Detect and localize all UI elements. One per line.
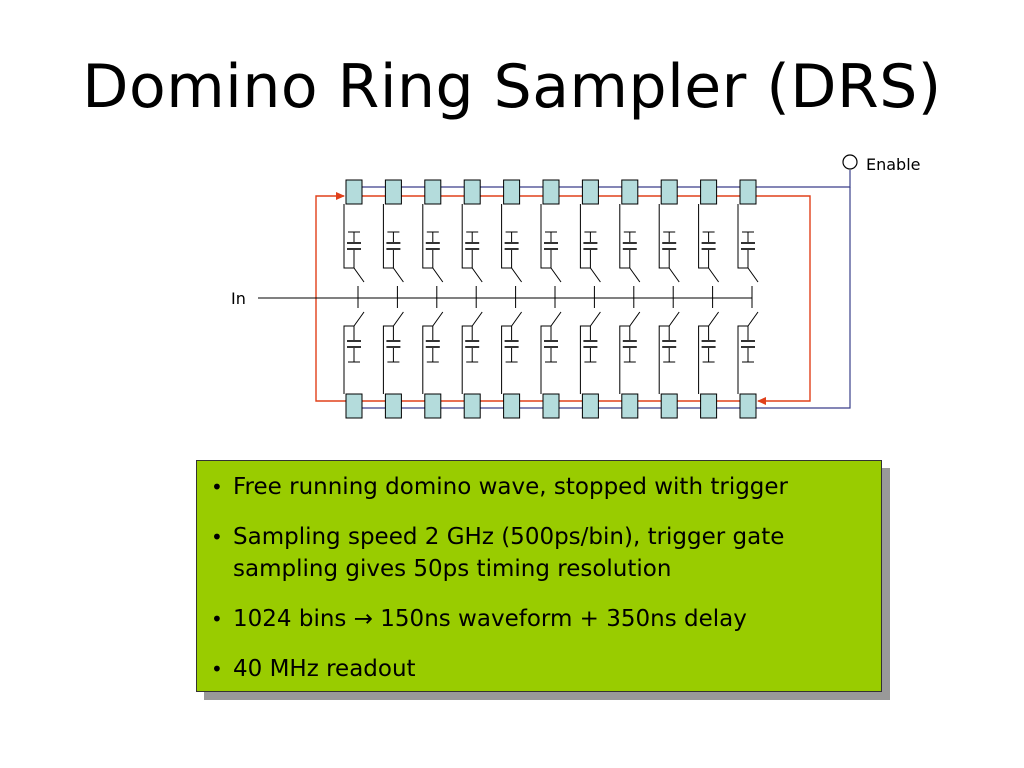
top-sampling-cell	[660, 179, 678, 205]
enable-label: Enable	[866, 155, 921, 174]
top-switch	[629, 267, 641, 283]
top-sampling-cell	[424, 179, 442, 205]
top-branch-wire	[343, 204, 354, 269]
bottom-switch	[353, 311, 365, 327]
bottom-branch-wire	[461, 325, 473, 394]
bottom-sampling-cell	[463, 393, 481, 419]
top-branch-wire	[461, 204, 473, 269]
bullet-box: Free running domino wave, stopped with t…	[196, 460, 882, 692]
top-branch-wire	[579, 204, 591, 269]
top-sampling-cell	[542, 179, 560, 205]
bullet-item: Free running domino wave, stopped with t…	[211, 471, 869, 503]
top-switch	[747, 267, 759, 283]
bottom-switch	[392, 311, 404, 327]
top-branch-wire	[540, 204, 551, 269]
top-branch-wire	[737, 204, 748, 269]
top-branch-wire	[698, 204, 709, 269]
top-switch	[432, 267, 444, 283]
top-sampling-cell	[463, 179, 481, 205]
top-switch	[392, 267, 404, 283]
top-sampling-cell	[384, 179, 402, 205]
bullet-item: 40 MHz readout	[211, 653, 869, 685]
bullet-item: Sampling speed 2 GHz (500ps/bin), trigge…	[211, 521, 869, 585]
bottom-sampling-cell	[621, 393, 639, 419]
top-sampling-cell	[621, 179, 639, 205]
bottom-sampling-cell	[700, 393, 718, 419]
bottom-branch-wire	[501, 325, 512, 394]
input-label: In	[231, 289, 246, 308]
top-branch-wire	[422, 204, 433, 269]
bottom-switch	[668, 311, 680, 327]
bottom-branch-wire	[382, 325, 394, 394]
bottom-branch-wire	[422, 325, 433, 394]
top-switch	[708, 267, 720, 283]
bullet-item: 1024 bins → 150ns waveform + 350ns delay	[211, 603, 869, 635]
top-switch	[353, 267, 365, 283]
bottom-sampling-cell	[739, 393, 757, 419]
top-branch-wire	[501, 204, 512, 269]
bottom-branch-wire	[343, 325, 354, 394]
bottom-branch-wire	[579, 325, 591, 394]
domino-line-right	[756, 195, 811, 405]
bottom-switch	[511, 311, 523, 327]
bottom-switch	[629, 311, 641, 327]
bottom-switch	[747, 311, 759, 327]
bullet-list: Free running domino wave, stopped with t…	[211, 471, 869, 685]
bottom-branch-wire	[698, 325, 709, 394]
bottom-branch-wire	[737, 325, 748, 394]
top-sampling-cell	[345, 179, 363, 205]
bottom-switch	[550, 311, 562, 327]
top-sampling-cell	[700, 179, 718, 205]
top-switch	[668, 267, 680, 283]
bottom-switch	[471, 311, 483, 327]
top-switch	[589, 267, 601, 283]
top-sampling-cell	[581, 179, 599, 205]
top-sampling-cell	[739, 179, 757, 205]
top-switch	[550, 267, 562, 283]
top-branch-wire	[382, 204, 394, 269]
bottom-switch	[708, 311, 720, 327]
top-branch-wire	[619, 204, 630, 269]
top-switch	[471, 267, 483, 283]
bottom-switch	[432, 311, 444, 327]
sampling-cells	[343, 179, 759, 419]
domino-wave-line	[315, 192, 811, 405]
bottom-sampling-cell	[345, 393, 363, 419]
bottom-switch	[589, 311, 601, 327]
bottom-sampling-cell	[542, 393, 560, 419]
top-sampling-cell	[503, 179, 521, 205]
enable-line	[354, 170, 851, 409]
bottom-branch-wire	[658, 325, 670, 394]
bottom-sampling-cell	[581, 393, 599, 419]
bottom-sampling-cell	[384, 393, 402, 419]
bottom-sampling-cell	[503, 393, 521, 419]
top-switch	[511, 267, 523, 283]
top-branch-wire	[658, 204, 670, 269]
bottom-sampling-cell	[424, 393, 442, 419]
bottom-sampling-cell	[660, 393, 678, 419]
bottom-branch-wire	[540, 325, 551, 394]
bottom-branch-wire	[619, 325, 630, 394]
enable-terminal-icon	[842, 154, 858, 170]
slide-title: Domino Ring Sampler (DRS)	[82, 52, 942, 122]
